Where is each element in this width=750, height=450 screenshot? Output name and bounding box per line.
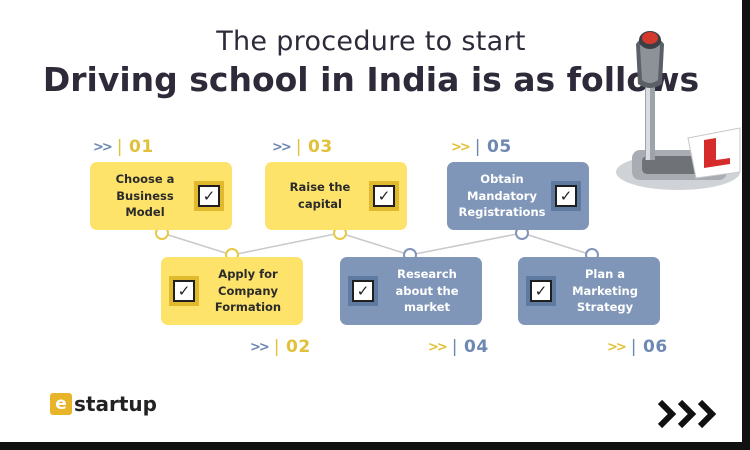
step-number-05: >> | 05 [451, 137, 512, 157]
gear-shifter-illustration [616, 31, 741, 190]
step-label: Choose a Business Model [115, 171, 175, 220]
step-card-05: Obtain Mandatory Registrations ✓ [447, 162, 589, 230]
step-number-03: >> | 03 [272, 137, 333, 157]
double-chevron-icon: >> [607, 339, 627, 355]
step-card-06: ✓ Plan a Marketing Strategy [518, 257, 660, 325]
step-label: Plan a Marketing Strategy [572, 266, 638, 315]
step-number-04: >> | 04 [428, 337, 489, 357]
step-number-01: >> | 01 [93, 137, 154, 157]
step-card-01: Choose a Business Model ✓ [90, 162, 232, 230]
step-card-04: ✓ Research about the market [340, 257, 482, 325]
logo-text: startup [74, 392, 157, 416]
checkbox-icon: ✓ [530, 280, 552, 302]
double-chevron-icon: >> [93, 139, 113, 155]
logo-letter: e [50, 393, 72, 415]
estartup-logo: e startup [50, 392, 157, 416]
forward-chevrons-icon [657, 399, 717, 429]
step-label: Apply for Company Formation [214, 266, 282, 315]
checkbox-icon: ✓ [198, 185, 220, 207]
double-chevron-icon: >> [428, 339, 448, 355]
step-number-06: >> | 06 [607, 337, 668, 357]
step-label: Obtain Mandatory Registrations [458, 171, 546, 220]
checkbox-icon: ✓ [173, 280, 195, 302]
title-line-1: The procedure to start [216, 26, 526, 57]
title-line-2: Driving school in India is as follows [42, 60, 700, 99]
checkbox-icon: ✓ [352, 280, 374, 302]
step-card-03: Raise the capital ✓ [265, 162, 407, 230]
checkbox-icon: ✓ [373, 185, 395, 207]
step-label: Raise the capital [289, 180, 351, 211]
step-number-02: >> | 02 [250, 337, 311, 357]
double-chevron-icon: >> [451, 139, 471, 155]
step-label: Research about the market [395, 266, 459, 315]
double-chevron-icon: >> [272, 139, 292, 155]
step-card-02: ✓ Apply for Company Formation [161, 257, 303, 325]
double-chevron-icon: >> [250, 339, 270, 355]
checkbox-icon: ✓ [555, 185, 577, 207]
